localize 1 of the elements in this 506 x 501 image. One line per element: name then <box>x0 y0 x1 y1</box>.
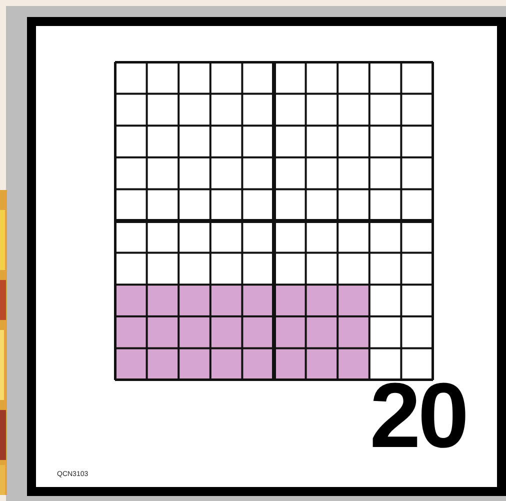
card-number: 20 <box>370 370 466 462</box>
